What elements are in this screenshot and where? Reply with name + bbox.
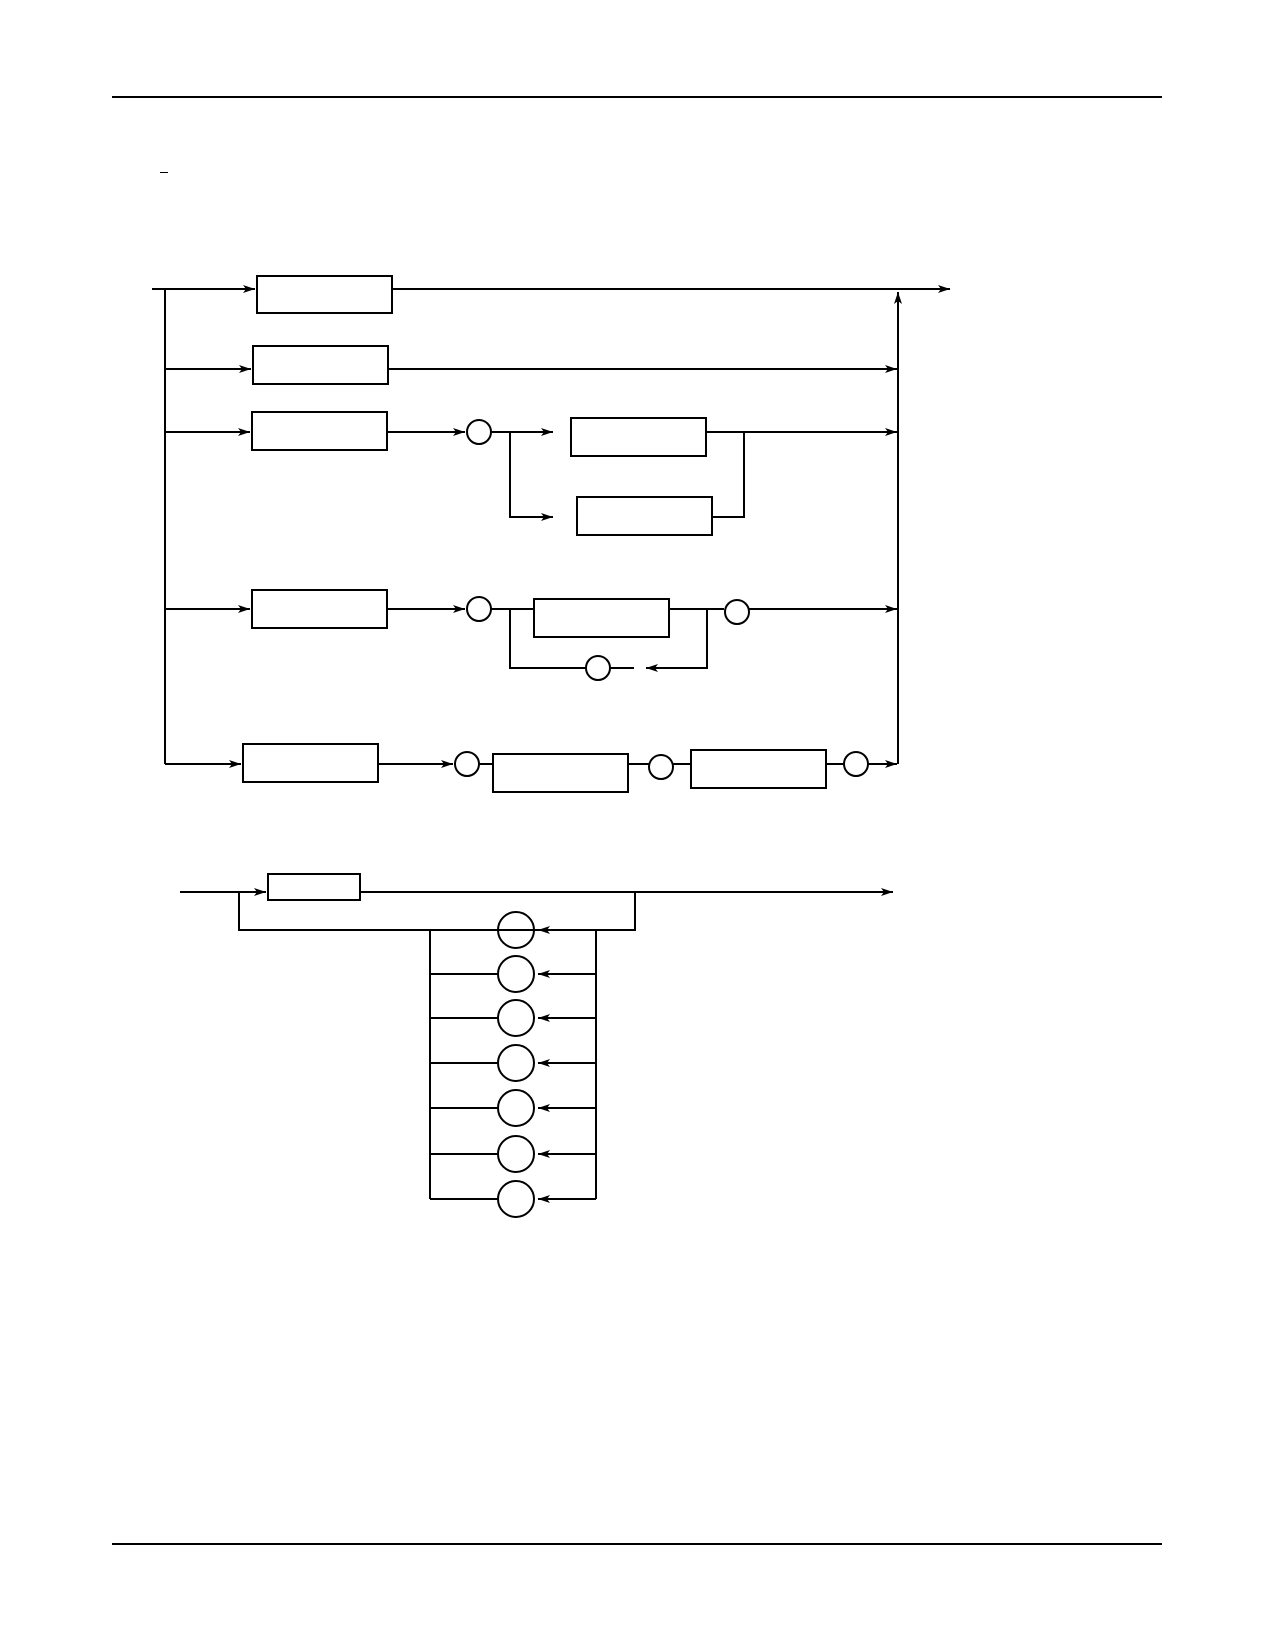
branch-2 [165, 345, 897, 385]
box-5b [690, 749, 827, 789]
box-5a [492, 753, 629, 793]
box-3b [576, 496, 713, 536]
box-1 [256, 275, 393, 314]
circle-5b [648, 754, 674, 780]
loop-choice-2 [430, 955, 596, 993]
branch-4 [165, 589, 897, 681]
circle-3a [466, 419, 492, 445]
branch-1 [165, 275, 898, 314]
box-2 [252, 345, 389, 385]
header-rule [112, 96, 1162, 98]
syntax-diagram-bottom [180, 873, 893, 1218]
circle-5a [454, 751, 480, 777]
dash-mark [160, 172, 168, 173]
loop-back [238, 892, 636, 931]
loop-choice-3 [430, 999, 596, 1037]
loop-choice-6 [430, 1135, 596, 1173]
box-4 [251, 589, 388, 629]
circle-4c [585, 655, 611, 681]
box-5 [242, 743, 379, 783]
syntax-diagram-top [152, 275, 950, 793]
loop-choice-5 [430, 1089, 596, 1127]
box-3a [570, 417, 707, 457]
box-6 [267, 873, 361, 901]
footer-rule [112, 1543, 1162, 1545]
loop-choice-7 [430, 1180, 596, 1218]
circle-5c [843, 751, 869, 777]
circle-4b [724, 599, 750, 625]
loop-choice-4 [430, 1044, 596, 1082]
branch-3 [165, 411, 897, 536]
box-3 [251, 411, 388, 451]
circle-4a [466, 596, 492, 622]
branch-5 [165, 743, 897, 793]
box-4a [533, 598, 670, 638]
loop-choice-1 [430, 911, 596, 949]
